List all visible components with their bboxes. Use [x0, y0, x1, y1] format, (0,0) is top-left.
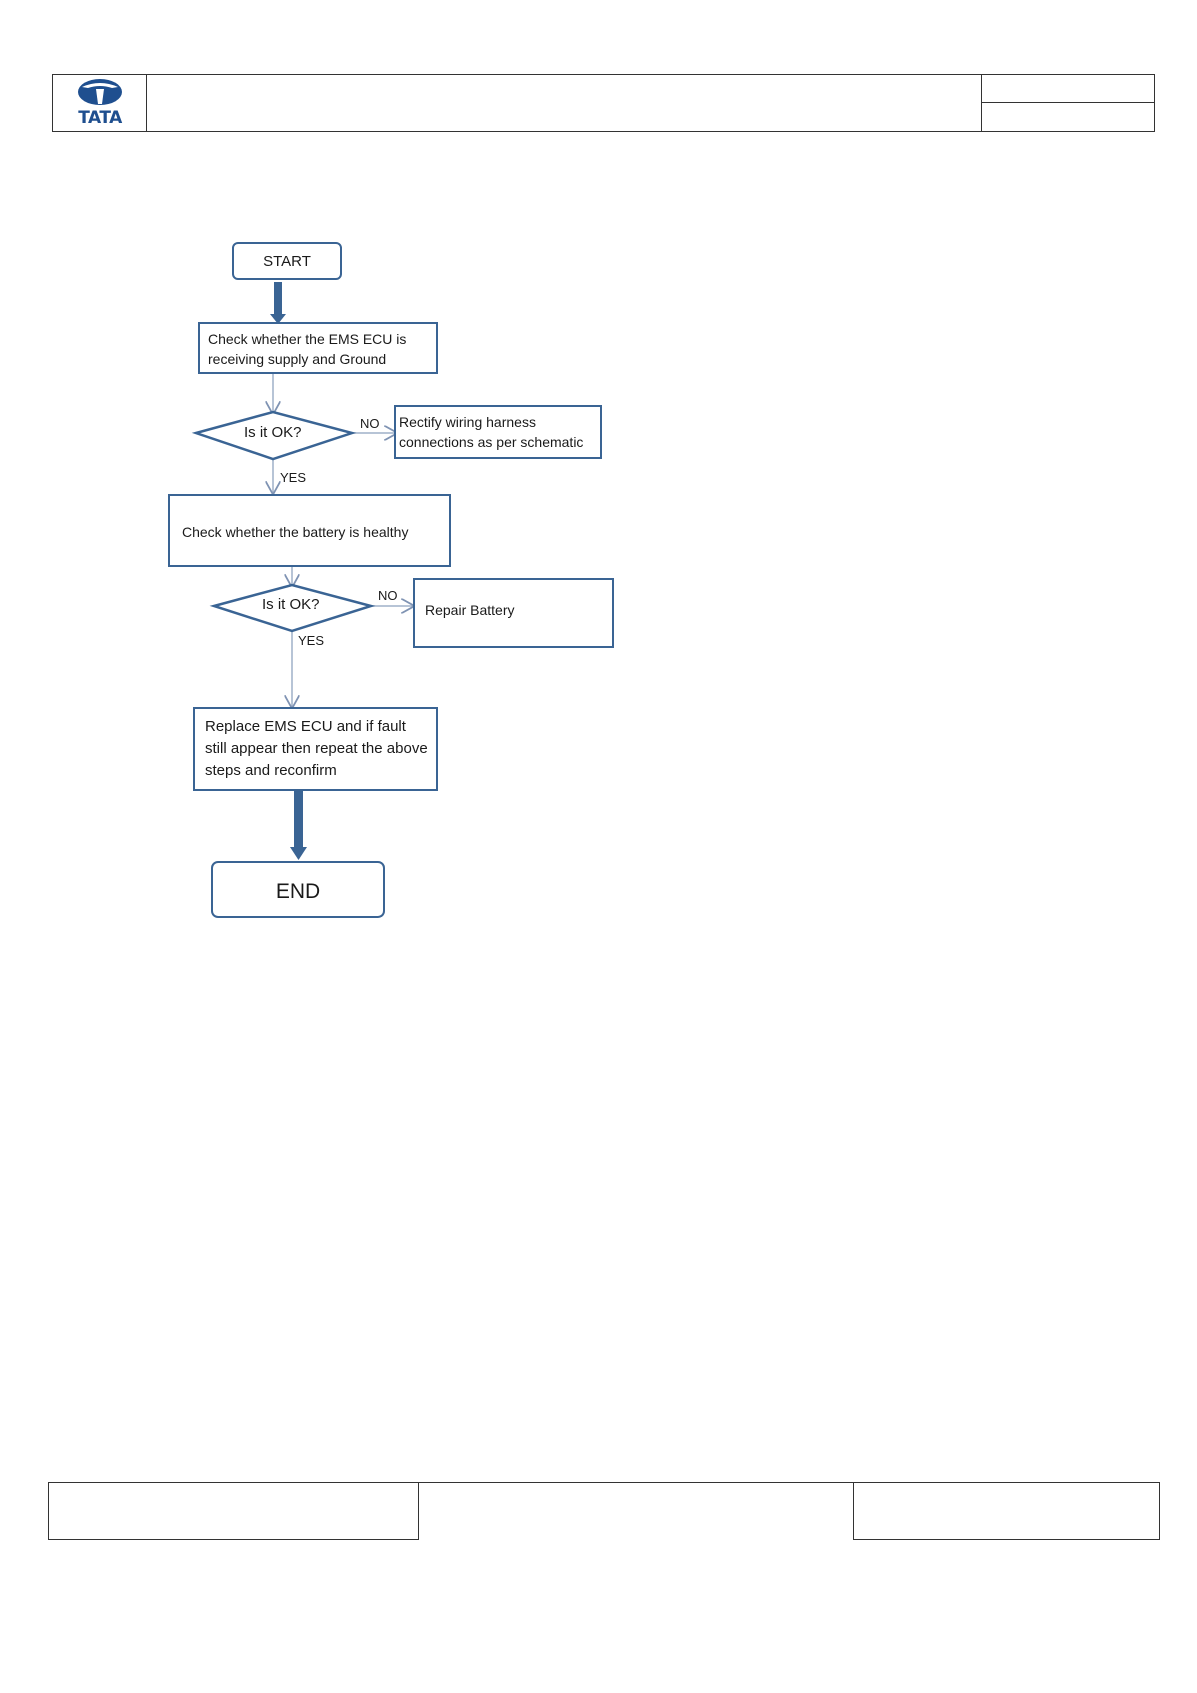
page-footer: [48, 1482, 1160, 1540]
decision1-text: Is it OK?: [244, 424, 302, 441]
start-label: START: [263, 253, 311, 270]
step-rectify-harness-text: Rectify wiring harness connections as pe…: [399, 414, 584, 450]
step-repair-battery: Repair Battery: [413, 578, 614, 648]
logo-text: TATA: [78, 108, 122, 128]
header-title-cell: [147, 75, 982, 131]
step-check-battery: Check whether the battery is healthy: [168, 494, 451, 567]
decision1-no-label: NO: [360, 416, 380, 431]
start-terminal: START: [232, 242, 342, 280]
header-meta-cell-top: [982, 75, 1154, 103]
step-check-ecu-supply: Check whether the EMS ECU is receiving s…: [198, 322, 438, 374]
end-arrow: [290, 791, 307, 860]
step-rectify-harness: Rectify wiring harness connections as pe…: [394, 405, 602, 459]
step-check-ecu-supply-text: Check whether the EMS ECU is receiving s…: [208, 331, 407, 367]
step-replace-ecu: Replace EMS ECU and if fault still appea…: [193, 707, 438, 791]
decision2-no-label: NO: [378, 588, 398, 603]
step-repair-battery-text: Repair Battery: [425, 602, 515, 618]
footer-cell-left: [48, 1482, 419, 1540]
start-arrow: [270, 282, 286, 324]
step-check-battery-text: Check whether the battery is healthy: [182, 524, 409, 540]
decision2-diamond: [209, 583, 376, 633]
logo-cell: TATA: [53, 75, 147, 131]
end-label: END: [275, 880, 321, 903]
end-terminal: END: [211, 861, 385, 918]
step-replace-ecu-text: Replace EMS ECU and if fault still appea…: [205, 718, 428, 779]
decision1-diamond: [191, 410, 357, 461]
decision1-yes-label: YES: [280, 470, 307, 485]
decision2-yes-label: YES: [298, 633, 325, 648]
footer-cell-middle: [418, 1482, 853, 1540]
decision2-text: Is it OK?: [262, 596, 320, 613]
tata-logo-icon: [78, 79, 122, 105]
page-header: TATA: [52, 74, 1155, 132]
footer-cell-right: [853, 1482, 1160, 1540]
